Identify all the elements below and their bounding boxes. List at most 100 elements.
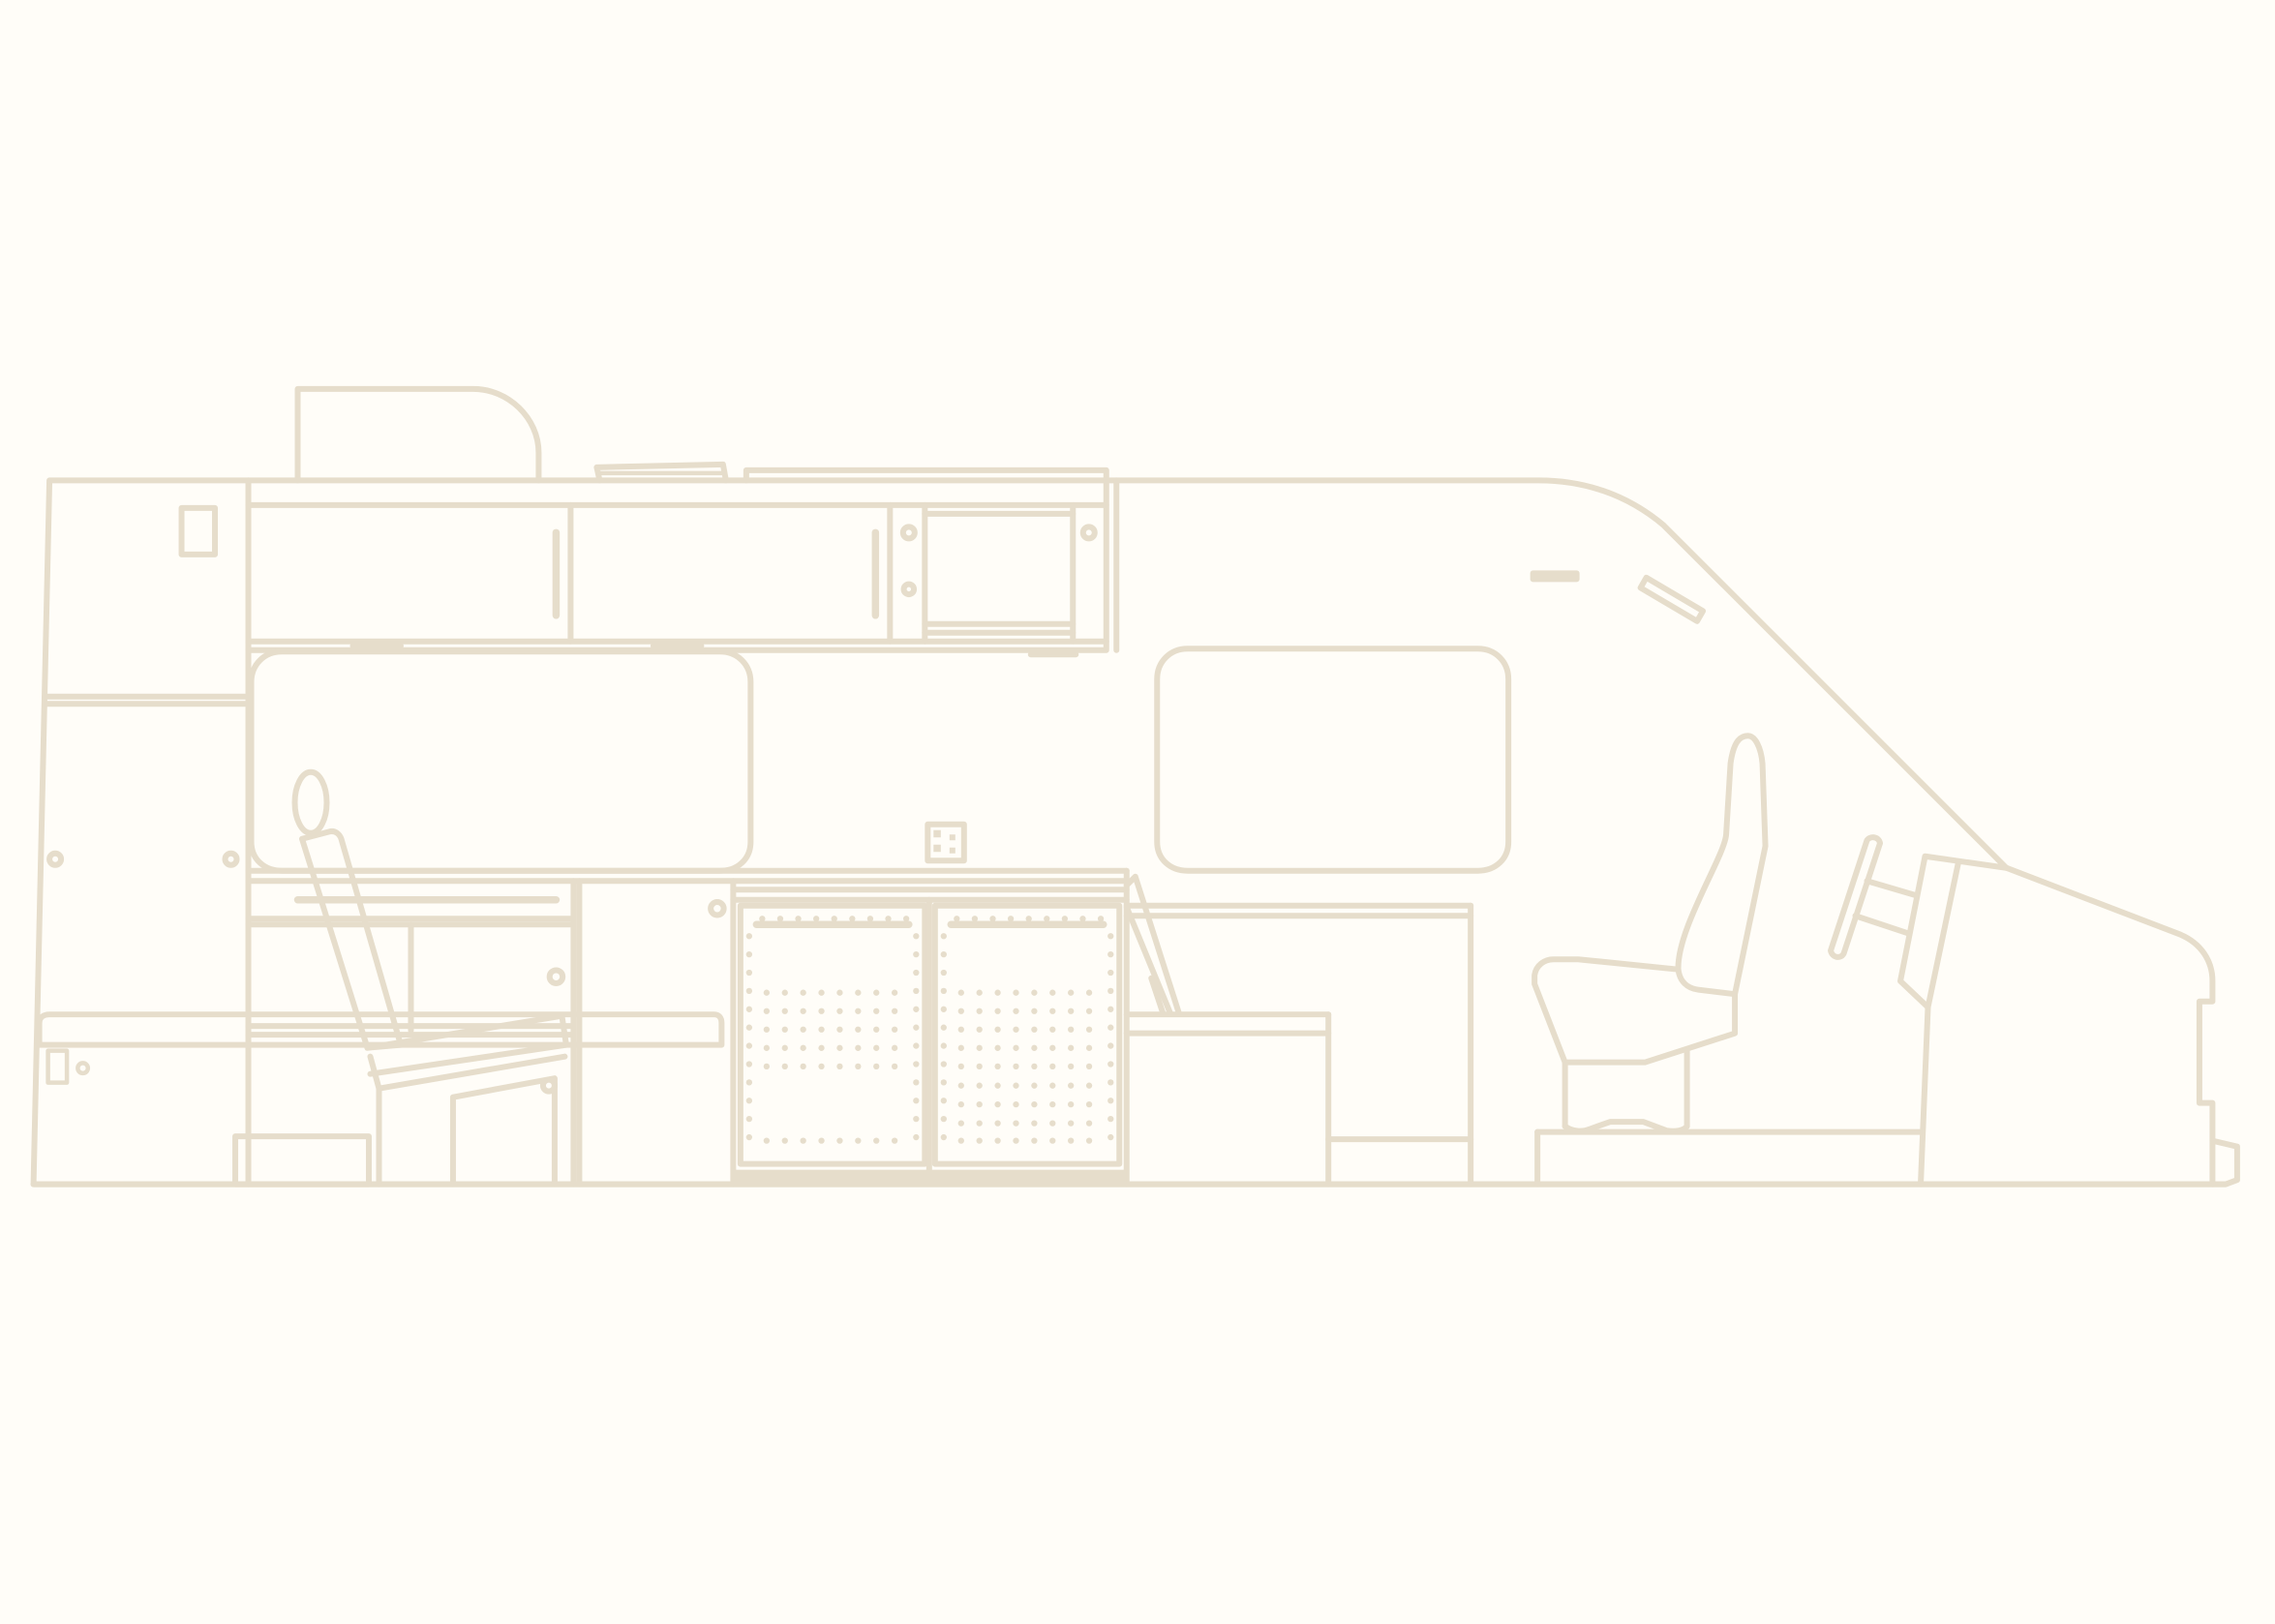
perforation-dot: [891, 1007, 898, 1014]
perforation-dot: [1031, 1120, 1038, 1127]
seat-leg-right: [449, 1075, 558, 1188]
perforation-dot: [1107, 1042, 1114, 1049]
perforation-dot: [763, 1026, 771, 1033]
perforation-dot: [781, 1026, 788, 1033]
outlet-socket-4: [949, 847, 956, 854]
perforation-dot: [940, 933, 947, 940]
roof-box: [294, 385, 542, 484]
perforation-dot: [800, 1063, 806, 1070]
perforation-dot: [1068, 1101, 1075, 1108]
perforation-dot: [836, 1026, 843, 1033]
perforation-dot: [1013, 1120, 1019, 1127]
perforation-dot: [1013, 989, 1019, 996]
bench-knob: [546, 967, 566, 986]
perforation-dot: [976, 989, 983, 996]
perforation-dot: [913, 1042, 920, 1049]
seat-pivot: [539, 1076, 558, 1095]
rear-knob-left: [46, 850, 65, 868]
perforation-dot: [1013, 1101, 1019, 1108]
perforation-dot: [940, 1042, 947, 1049]
perforation-dot: [1049, 1082, 1056, 1089]
perforation-dot: [1085, 989, 1093, 996]
perforation-dot: [989, 916, 996, 922]
folding-table-leg: [1123, 873, 1182, 1016]
side-window-rear: [248, 648, 754, 874]
perforation-dot: [976, 1026, 983, 1033]
perforation-dot: [818, 1007, 825, 1014]
perforation-dot: [745, 1079, 753, 1086]
perforation-dot: [745, 1042, 753, 1049]
perforation-dot: [855, 1063, 862, 1070]
folding-table-brace: [1148, 975, 1167, 1016]
perforation-dot: [940, 1133, 947, 1141]
perforation-dot: [1068, 1063, 1075, 1070]
perforation-dot: [1107, 1079, 1114, 1086]
perforation-dot: [818, 1137, 825, 1144]
steering-wheel: [1828, 834, 1884, 960]
perforation-dot: [885, 916, 892, 922]
perforation-dot: [940, 1061, 947, 1068]
perforation-dot: [1049, 1101, 1056, 1108]
cabinet-knob-2: [900, 581, 918, 598]
perforation-dot: [940, 969, 947, 977]
perforation-dot: [957, 1137, 964, 1144]
perforation-dot: [1013, 1044, 1019, 1051]
dashboard-edge: [1925, 858, 1961, 1010]
rear-outlet-knob: [76, 1061, 91, 1076]
perforation-dot: [1049, 1137, 1056, 1144]
perforation-dot: [818, 1063, 825, 1070]
perforation-dot: [818, 989, 825, 996]
perforation-dot: [940, 950, 947, 958]
perforation-dot: [1107, 969, 1114, 977]
perforation-dot: [745, 969, 753, 977]
perforation-dot: [1031, 989, 1038, 996]
perforation-dot: [849, 916, 856, 922]
perforation-dot: [913, 1116, 920, 1123]
perforation-dot: [1107, 1133, 1114, 1141]
perforation-dot: [1031, 1044, 1038, 1051]
perforation-dot: [763, 1044, 771, 1051]
perforation-dot: [781, 1044, 788, 1051]
perforation-dot: [1025, 916, 1032, 922]
outlet-socket-3: [949, 834, 956, 841]
perforation-dot: [1085, 1063, 1093, 1070]
perforation-dot: [1031, 1026, 1038, 1033]
side-window-front: [1154, 646, 1512, 874]
perforation-dot: [891, 1026, 898, 1033]
perforation-dot: [781, 1007, 788, 1014]
perforation-dot: [855, 1137, 862, 1144]
bed-platform: [36, 1011, 725, 1048]
counter-knob: [708, 898, 727, 918]
perforation-dot: [940, 1079, 947, 1086]
perforation-dot: [1013, 1137, 1019, 1144]
perforation-dot: [913, 1061, 920, 1068]
perforation-dot: [831, 916, 837, 922]
perforation-dot: [745, 1116, 753, 1123]
perforation-dot: [976, 1120, 983, 1127]
perforation-dot: [1107, 1006, 1114, 1012]
perforation-dot: [1107, 1024, 1114, 1031]
perforation-dot: [1085, 1082, 1093, 1089]
perforation-dot: [1049, 1007, 1056, 1014]
perforation-dot: [873, 1026, 880, 1033]
perforation-dot: [1049, 1063, 1056, 1070]
perforation-dot: [745, 1133, 753, 1141]
perforation-dot: [855, 1007, 862, 1014]
perforation-dot: [1068, 1082, 1075, 1089]
perforation-dot: [745, 987, 753, 995]
perforation-dot: [1107, 950, 1114, 958]
perforation-dot: [1013, 1082, 1019, 1089]
perforation-dot: [994, 1007, 1001, 1014]
perforation-dot: [976, 1082, 983, 1089]
perforation-dot: [745, 950, 753, 958]
perforation-dot: [836, 989, 843, 996]
perforation-dot: [1061, 916, 1069, 922]
cab-light: [1530, 570, 1580, 583]
perforation-dot: [818, 1026, 825, 1033]
perforation-dot: [940, 1098, 947, 1104]
perforation-dot: [1049, 1044, 1056, 1051]
perforation-dot: [855, 1044, 862, 1051]
perforation-dot: [891, 1044, 898, 1051]
